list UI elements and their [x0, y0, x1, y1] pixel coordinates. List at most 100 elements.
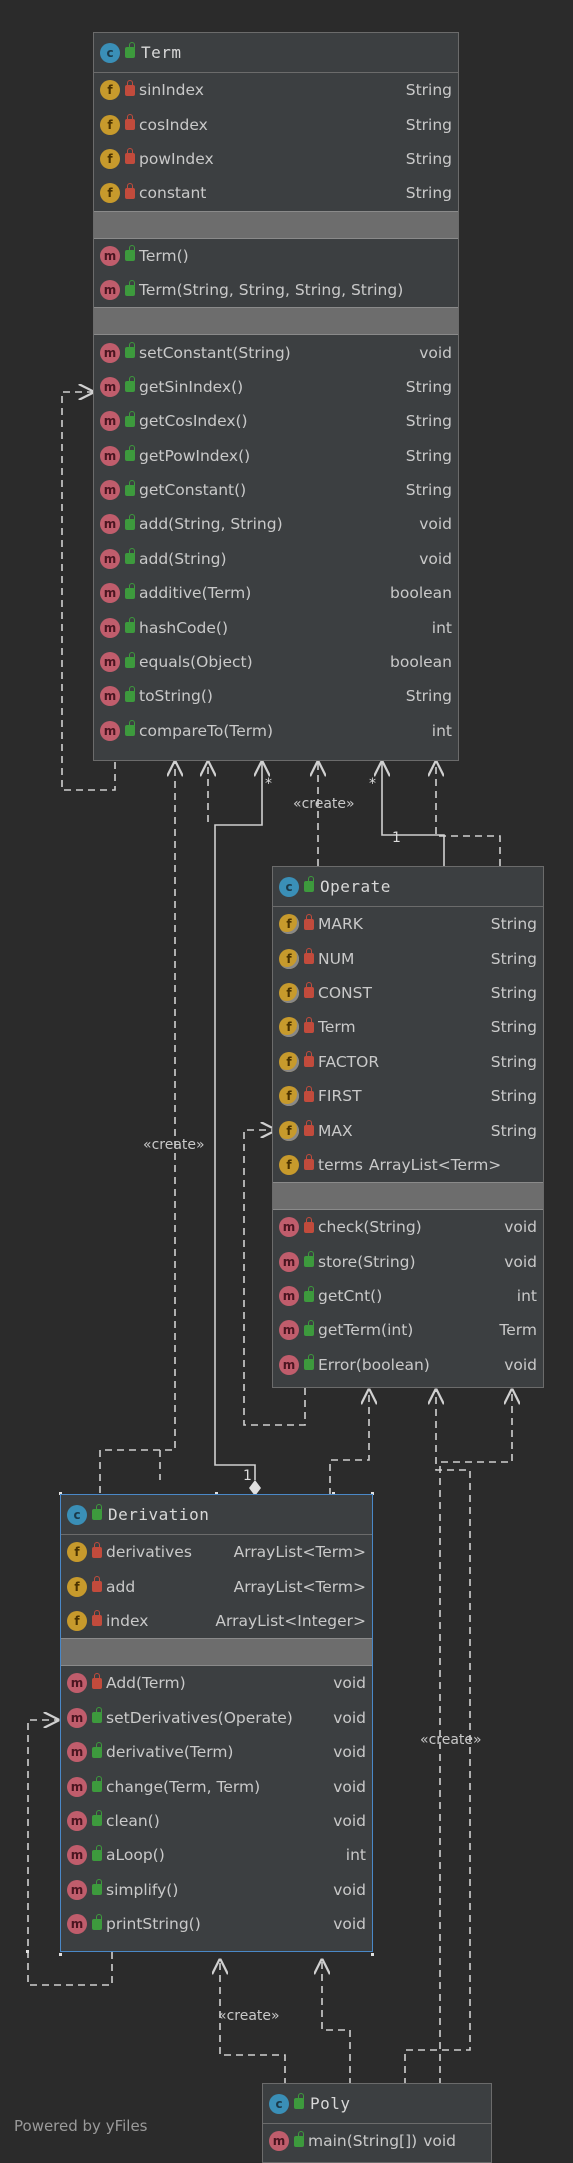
private-lock-icon: [304, 1085, 314, 1102]
field-name: MARK: [318, 915, 363, 934]
method-icon: m: [67, 1879, 87, 1900]
type-label: String: [490, 1121, 537, 1140]
aggregation-diamond-derivation: [249, 1480, 261, 1496]
method-icon: m: [67, 1845, 87, 1866]
method-icon: m: [279, 1217, 299, 1238]
public-lock-icon: [125, 342, 135, 359]
method-icon: m: [100, 445, 120, 466]
private-lock-icon: [304, 1154, 314, 1171]
section-separator: [273, 1182, 543, 1211]
footer-credit: Powered by yFiles: [14, 2117, 148, 2135]
type-label: String: [490, 983, 537, 1002]
method-signature: getSinIndex(): [139, 377, 244, 396]
public-lock-icon: [92, 1913, 102, 1930]
method-signature: simplify(): [106, 1880, 179, 1899]
method-signature: additive(Term): [139, 584, 252, 603]
method-icon: m: [100, 548, 120, 569]
method-icon: m: [100, 376, 120, 397]
method-signature: getCnt(): [318, 1287, 383, 1306]
field-icon: f: [100, 80, 120, 101]
private-lock-icon: [304, 1216, 314, 1233]
edge-poly-create-derivation: [220, 1960, 286, 2085]
private-lock-icon: [125, 148, 135, 165]
type-label: void: [333, 1777, 366, 1796]
section-separator: [94, 210, 458, 239]
type-label: void: [419, 549, 452, 568]
private-lock-icon: [92, 1672, 102, 1689]
public-lock-icon: [125, 479, 135, 496]
field-icon: f: [279, 1154, 299, 1175]
class-icon: c: [100, 42, 120, 63]
type-label: void: [333, 1915, 366, 1934]
method-icon: m: [100, 583, 120, 604]
method-row[interactable]: m simplify() void: [61, 1873, 372, 1907]
class-name: Poly: [310, 2094, 351, 2113]
field-name: FACTOR: [318, 1052, 380, 1071]
type-label: void: [333, 1674, 366, 1693]
private-lock-icon: [92, 1576, 102, 1593]
field-icon: f: [279, 982, 299, 1003]
type-label: String: [490, 1087, 537, 1106]
public-lock-icon: [125, 376, 135, 393]
private-lock-icon: [304, 982, 314, 999]
field-icon: f: [67, 1576, 87, 1597]
type-label: boolean: [390, 653, 452, 672]
type-label: void: [333, 1811, 366, 1830]
edge-poly-derivation-dep: [322, 1960, 351, 2085]
edge-operate-aggr-term: [382, 762, 445, 866]
section-separator: [61, 1638, 372, 1667]
public-lock-icon: [92, 1741, 102, 1758]
type-label: void: [333, 1880, 366, 1899]
type-label: String: [405, 412, 452, 431]
